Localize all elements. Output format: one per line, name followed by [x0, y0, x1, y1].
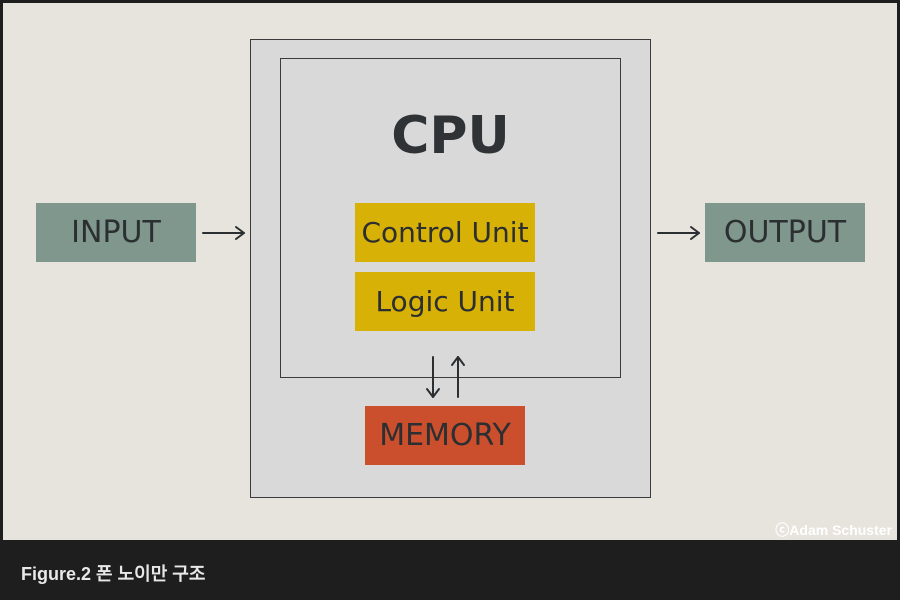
- output-box: OUTPUT: [705, 203, 865, 262]
- logic-unit-box: Logic Unit: [355, 272, 535, 331]
- memory-box: MEMORY: [365, 406, 525, 465]
- caption-bar: [0, 540, 900, 600]
- cpu-title: CPU: [391, 106, 510, 166]
- figure-caption: Figure.2 폰 노이만 구조: [21, 564, 206, 584]
- control-unit-box: Control Unit: [355, 203, 535, 262]
- input-box: INPUT: [36, 203, 196, 262]
- copyright-text: ⓒAdam Schuster: [775, 522, 892, 538]
